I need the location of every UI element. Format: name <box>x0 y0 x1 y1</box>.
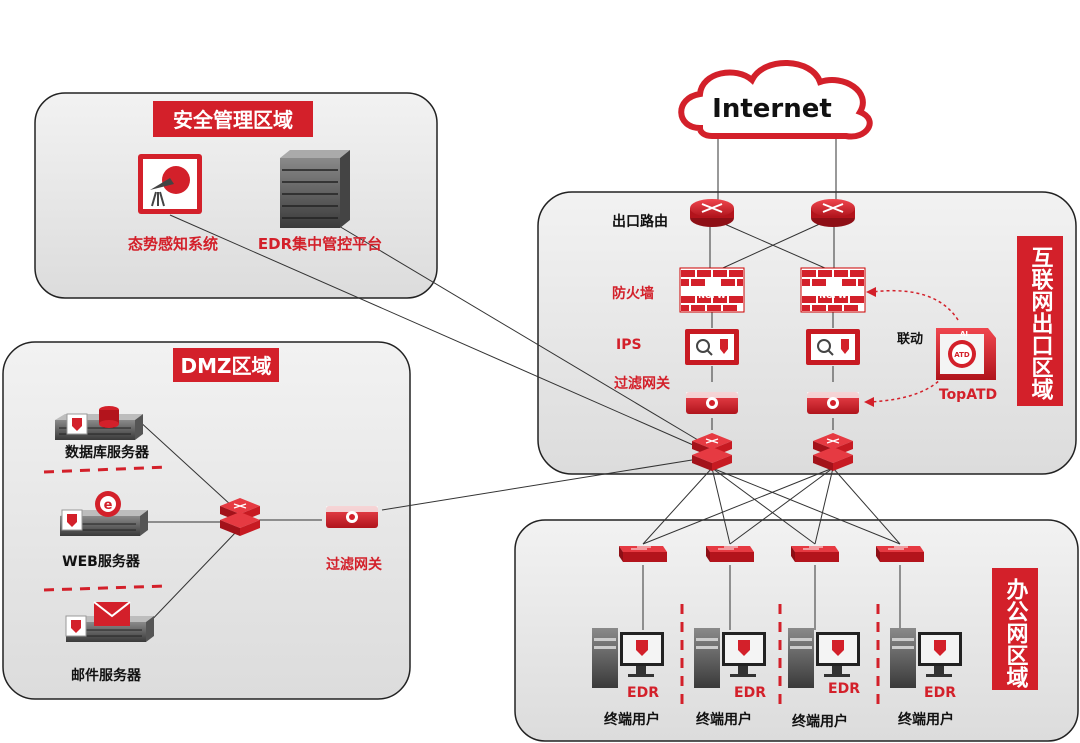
ngfw-text-left: NGFW <box>698 291 726 300</box>
edr-platform-label: EDR集中管控平台 <box>258 235 382 253</box>
access-switch-icon-2 <box>705 545 755 563</box>
router-icon-right <box>810 198 856 228</box>
ips-icon-right <box>805 328 861 366</box>
situation-awareness-icon <box>138 154 202 214</box>
connections <box>137 130 901 630</box>
web-server-label: WEB服务器 <box>62 553 141 570</box>
access-switch-icon-1 <box>618 545 668 563</box>
db-server-label: 数据库服务器 <box>65 444 150 461</box>
terminal-label-2: 终端用户 <box>696 711 752 728</box>
svg-text:e: e <box>104 498 113 513</box>
linkage-label: 联动 <box>897 332 923 347</box>
edr-label-4: EDR <box>924 685 956 701</box>
mgmt-title: 安全管理区域 <box>173 108 293 132</box>
ips-label: IPS <box>616 337 642 353</box>
internet-cloud-icon <box>678 60 873 140</box>
dmz-filter-label: 过滤网关 <box>326 556 382 573</box>
db-server-icon <box>54 406 144 441</box>
edr-label-3: EDR <box>828 681 860 697</box>
edr-label-1: EDR <box>627 685 659 701</box>
arrowhead-gw <box>864 397 874 407</box>
office-title-box <box>992 568 1038 690</box>
ngfw-text-right: NGFW <box>819 291 847 300</box>
filter-gateway-icon-left <box>686 392 738 414</box>
mail-server-label: 邮件服务器 <box>71 667 142 684</box>
dmz-divider-2 <box>43 584 167 592</box>
dmz-title: DMZ区域 <box>180 354 271 378</box>
terminal-label-4: 终端用户 <box>898 711 954 728</box>
mail-server-icon <box>65 601 155 643</box>
arrowhead-fw <box>866 287 876 297</box>
filter-gateway-icon-right <box>807 392 859 414</box>
terminal-label-3: 终端用户 <box>792 713 848 730</box>
terminal-label-1: 终端用户 <box>604 711 660 728</box>
router-icon-left <box>689 198 735 228</box>
atd-badge-text: ATD <box>954 351 970 359</box>
exit-title-box <box>1017 236 1063 406</box>
ai-badge-text: AI <box>960 330 968 338</box>
dmz-filter-gateway-icon <box>326 506 378 528</box>
edr-platform-server-icon <box>280 150 350 228</box>
router-label: 出口路由 <box>612 213 668 230</box>
exit-title: 互联网出口区域 <box>1028 246 1054 400</box>
dmz-title-box <box>173 348 279 382</box>
zone-mgmt <box>34 92 438 299</box>
access-switch-icon-3 <box>790 545 840 563</box>
firewall-icon-right <box>800 267 866 313</box>
mgmt-title-box <box>153 101 313 137</box>
dmz-divider-1 <box>43 465 169 474</box>
firewall-icon-left <box>679 267 745 313</box>
topatd-icon: ATD AI <box>936 328 996 380</box>
edr-label-2: EDR <box>734 685 766 701</box>
web-server-icon: e <box>59 491 149 537</box>
internet-label: Internet <box>712 94 832 124</box>
filter-gateway-label: 过滤网关 <box>614 375 670 392</box>
situation-label: 态势感知系统 <box>128 235 218 253</box>
office-title: 办公网区域 <box>1003 578 1029 688</box>
ips-icon-left <box>684 328 740 366</box>
topatd-label: TopATD <box>939 387 997 403</box>
firewall-label: 防火墙 <box>612 285 654 302</box>
access-switch-icon-4 <box>875 545 925 563</box>
